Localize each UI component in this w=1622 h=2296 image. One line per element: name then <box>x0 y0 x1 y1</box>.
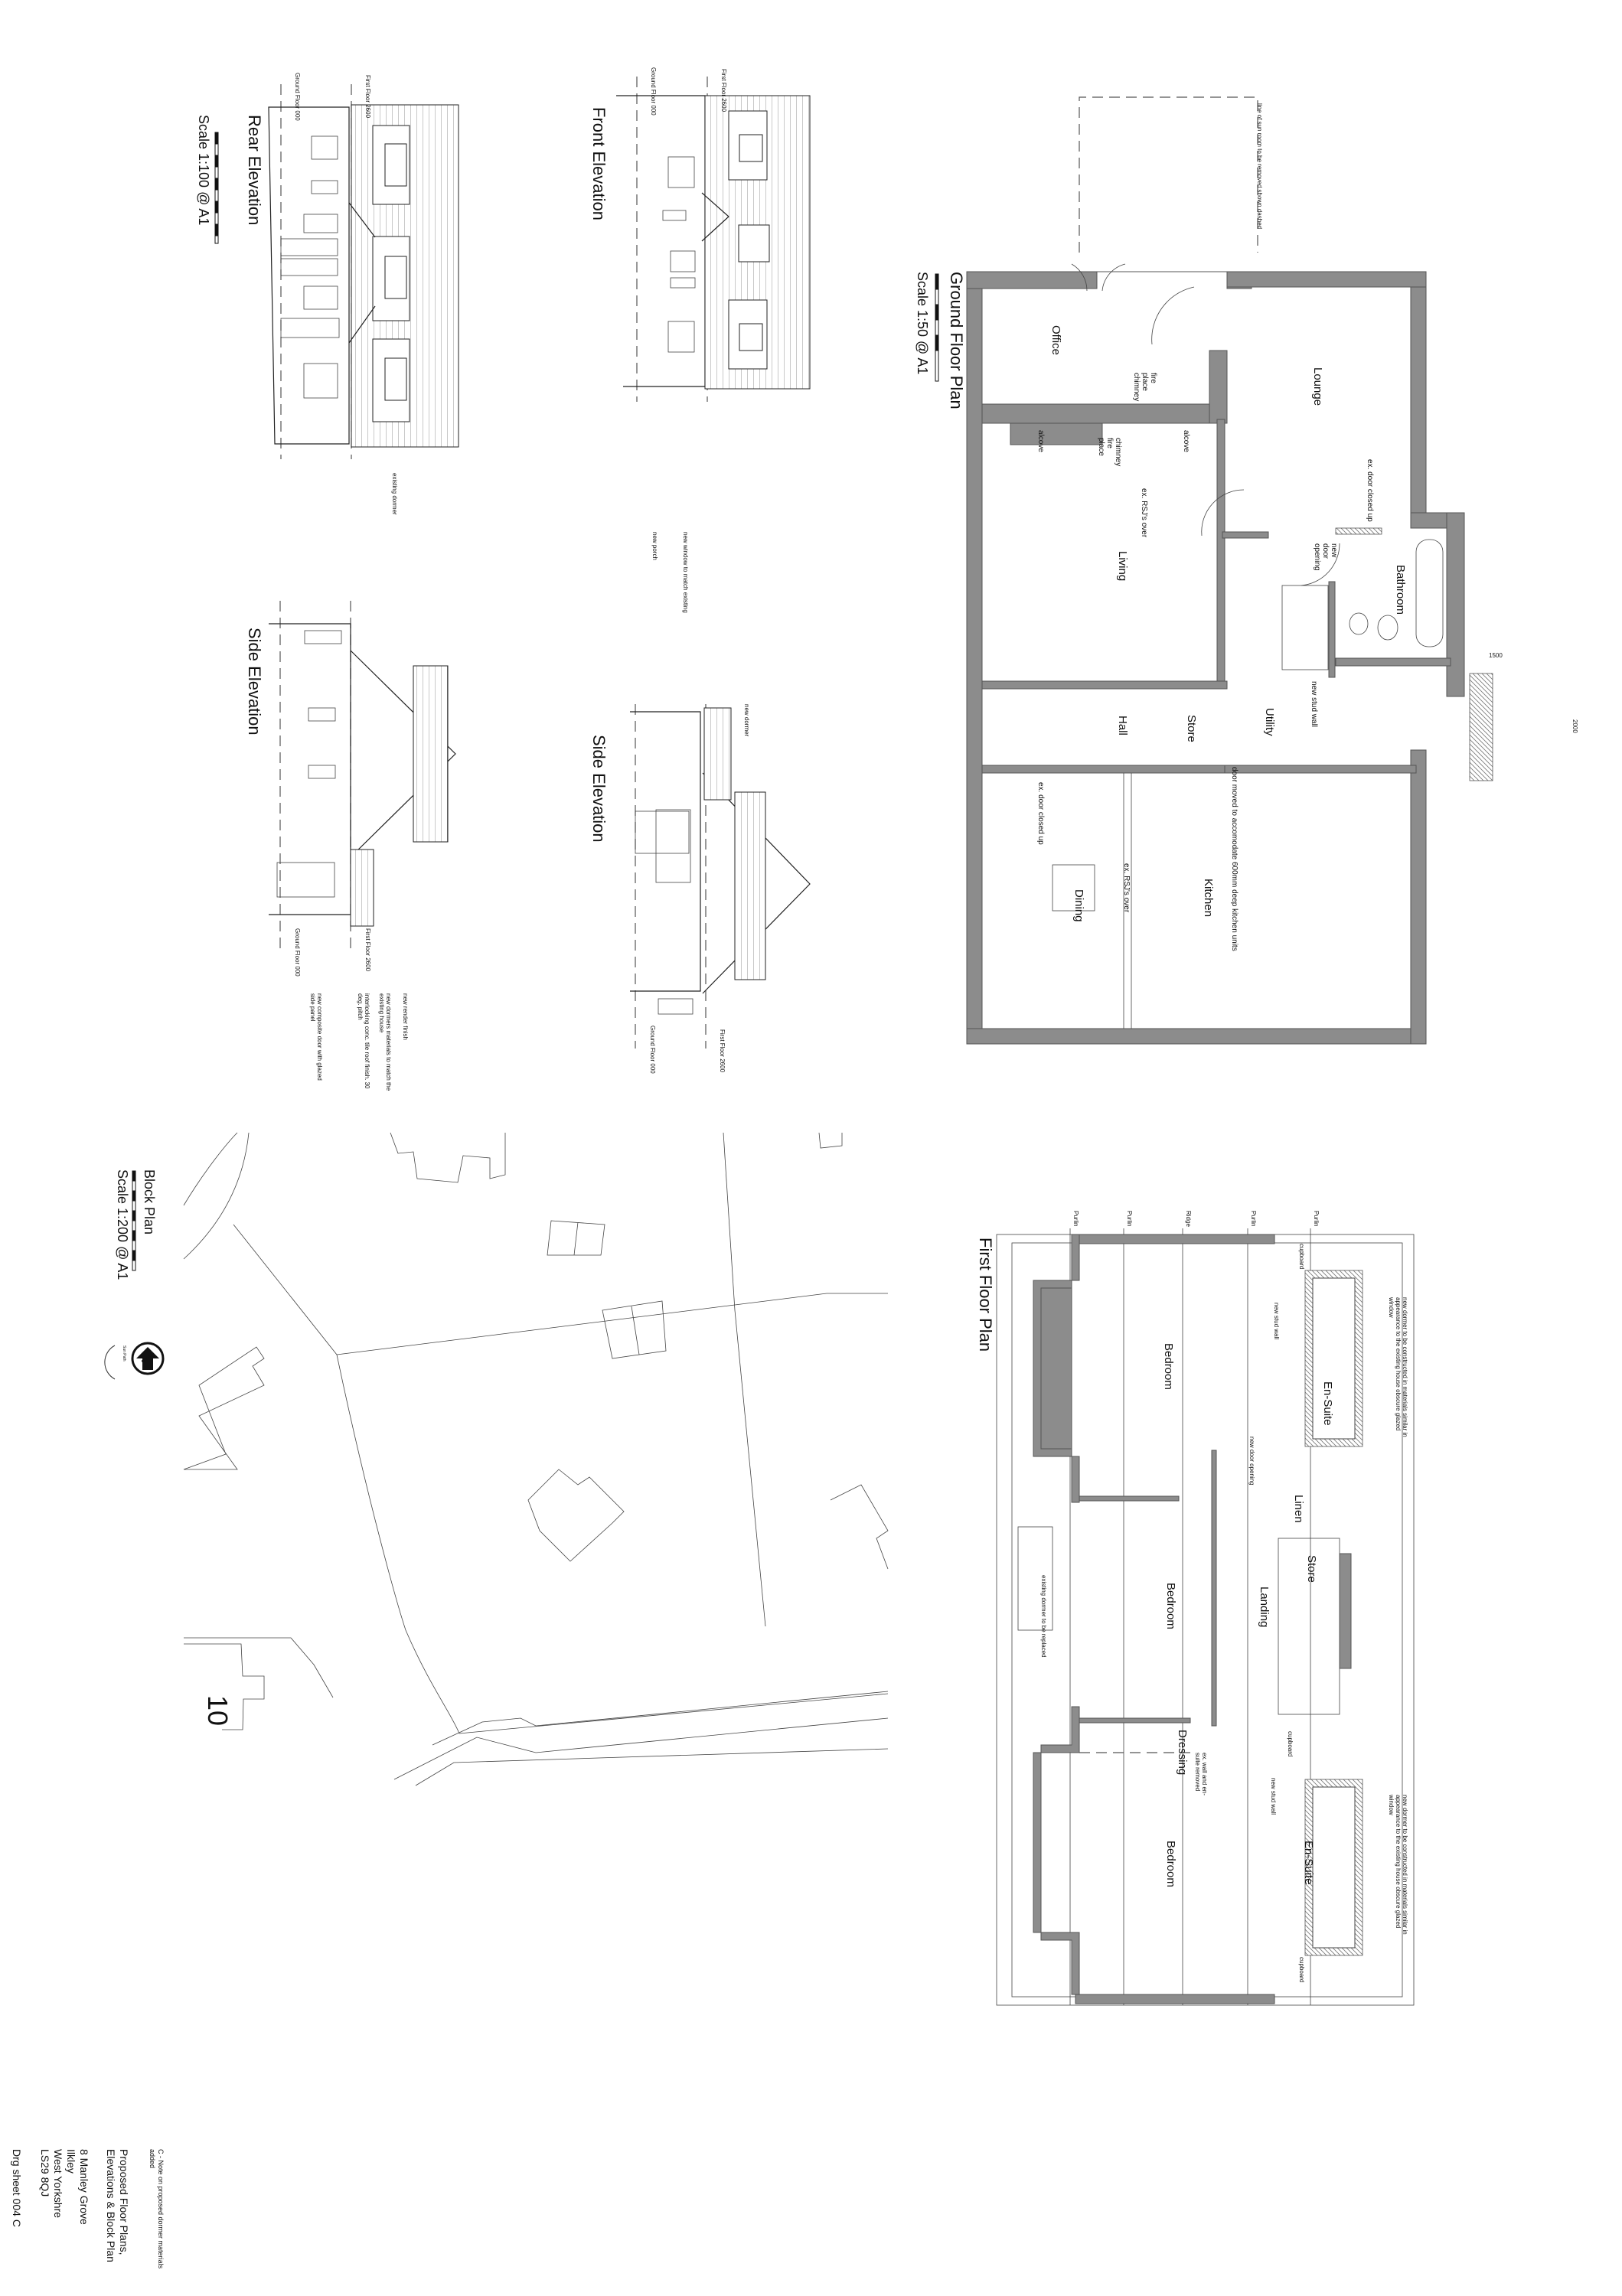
roof-line-purlin-3: Purlin <box>1250 1211 1257 1227</box>
stud-wall-note-1: new stud wall <box>1273 1303 1280 1340</box>
room-hall: Hall <box>1116 716 1129 735</box>
new-dormer-note-2: new dormer to be constructed in material… <box>1388 1795 1408 1935</box>
existing-dormer-note: existing dormer to be replaced <box>1040 1575 1047 1658</box>
cupboard-note-1: cupboard <box>1298 1244 1305 1270</box>
room-bedroom-1: Bedroom <box>1162 1343 1175 1390</box>
rear-first-floor-level: First Floor 2600 <box>364 75 371 119</box>
first-new-door-opening-note: new door opening <box>1248 1437 1255 1486</box>
side-elevation-1-drawing <box>269 601 456 949</box>
drawing-title: Proposed Floor Plans, Elevations & Block… <box>105 2149 130 2262</box>
dining-rsj-note: ex. RSJ's over <box>1122 863 1131 913</box>
lounge-fireplace-note: fire place chimney <box>1132 373 1157 402</box>
sun-path-label: Sun Path <box>122 1345 126 1362</box>
roof-line-ridge: Ridge <box>1185 1211 1192 1227</box>
rear-ground-floor-level: Ground Floor 000 <box>294 73 301 121</box>
first-floor-plan-drawing <box>996 1228 1415 2006</box>
alcove-left-note: alcove <box>1036 430 1045 452</box>
side2-ground-floor-level: Ground Floor 000 <box>649 1026 656 1074</box>
front-elevation-drawing <box>616 77 811 402</box>
room-bedroom-3: Bedroom <box>1164 1841 1177 1887</box>
cupboard-note-3: cupboard <box>1298 1957 1305 1983</box>
extension-depth-dim: 2000 <box>1571 719 1578 733</box>
ground-floor-plan-title: Ground Floor Plan <box>947 272 966 409</box>
room-bathroom: Bathroom <box>1394 565 1407 615</box>
room-dining: Dining <box>1072 889 1085 922</box>
living-rsj-note: ex. RSJ's over <box>1140 488 1148 538</box>
side2-first-floor-level: First Floor 2600 <box>719 1029 726 1073</box>
alcove-right-note: alcove <box>1182 430 1190 452</box>
front-first-floor-level: First Floor 2600 <box>720 69 727 113</box>
block-plan-drawing <box>183 1132 889 1786</box>
side2-new-dormer-note: new dormer <box>743 704 750 737</box>
rear-elevation-drawing <box>268 84 459 459</box>
door-moved-note: door moved to accomodate 600mm deep kitc… <box>1230 767 1239 951</box>
house-number: 10 <box>202 1695 233 1727</box>
side-elevation-2-title: Side Elevation <box>589 735 609 843</box>
revision-note: C - Note on proposed dormer materials ad… <box>148 2149 165 2269</box>
ground-floor-plan-drawing <box>966 96 1493 1045</box>
rear-elevation-title: Rear Elevation <box>245 115 264 226</box>
site-address: 8 Manley Grove Ilkley West Yorkshre LS29… <box>39 2149 90 2225</box>
room-linen: Linen <box>1292 1495 1305 1523</box>
front-ground-floor-level: Ground Floor 000 <box>650 67 657 116</box>
room-kitchen: Kitchen <box>1202 879 1215 918</box>
side1-render-note: new render finish <box>402 993 409 1040</box>
side1-ground-floor-level: Ground Floor 000 <box>294 928 301 977</box>
room-living: Living <box>1116 551 1129 582</box>
room-bedroom-2: Bedroom <box>1164 1583 1177 1629</box>
room-dressing: Dressing <box>1176 1730 1189 1776</box>
roof-line-purlin-4: Purlin <box>1313 1211 1320 1227</box>
block-plan-scale: Scale 1:200 @ A1 <box>115 1169 130 1280</box>
extension-width-dim: 1500 <box>1489 652 1503 659</box>
new-dormer-note-1: new dormer to be constructed in material… <box>1388 1297 1408 1437</box>
side-elevation-1-title: Side Elevation <box>245 628 264 735</box>
sheet-number: Drg sheet 004 C <box>11 2149 23 2227</box>
new-door-opening-note: new door opening <box>1313 543 1338 571</box>
dining-door-closed-note: ex. door closed up <box>1036 782 1045 845</box>
front-new-porch-note: new porch <box>651 532 658 560</box>
room-ensuite-2: En-Suite <box>1302 1841 1315 1885</box>
rear-elevation-scale: Scale 1:100 @ A1 <box>196 115 211 226</box>
lounge-door-closed-note: ex. door closed up <box>1366 459 1374 522</box>
room-store-first: Store <box>1305 1555 1318 1583</box>
block-plan-title: Block Plan <box>142 1169 157 1235</box>
front-new-window-note: new window to match existing <box>682 532 689 613</box>
north-label: N <box>139 1353 154 1363</box>
room-store: Store <box>1185 715 1198 742</box>
stud-wall-note-2: new stud wall <box>1270 1778 1277 1815</box>
ground-floor-plan-scale: Scale 1:50 @ A1 <box>915 272 930 375</box>
wall-removed-note: ex. wall and en-suite removed <box>1194 1753 1208 1796</box>
side1-first-floor-level: First Floor 2600 <box>364 928 371 972</box>
room-ensuite-1: En-Suite <box>1321 1381 1334 1426</box>
sun-room-note: line of sun room to be removed shown das… <box>1256 103 1263 230</box>
front-elevation-title: Front Elevation <box>589 107 609 220</box>
living-chimney-note: chimney fire place <box>1097 438 1122 467</box>
room-office: Office <box>1049 325 1062 355</box>
rear-existing-dormer-note: existing dormer <box>391 473 398 515</box>
side1-dormer-note: new dormers materials to match the exist… <box>378 993 392 1091</box>
north-arrow-icon <box>104 1342 165 1380</box>
first-floor-plan-title: First Floor Plan <box>976 1238 995 1352</box>
scale-bars <box>132 132 939 1271</box>
room-landing: Landing <box>1258 1587 1271 1628</box>
side1-roof-note: interlocking conc. tile roof finish. 30 … <box>357 993 370 1089</box>
roof-line-purlin-2: Purlin <box>1126 1211 1133 1227</box>
room-lounge: Lounge <box>1311 367 1324 406</box>
side1-door-note: new composite door with glazed side pane… <box>309 993 323 1081</box>
roof-line-purlin-1: Purlin <box>1072 1211 1079 1227</box>
new-stud-wall-note: new stud wall <box>1310 681 1318 728</box>
room-utility: Utility <box>1263 708 1276 736</box>
side-elevation-2-drawing <box>630 704 811 1049</box>
cupboard-note-2: cupboard <box>1287 1731 1294 1757</box>
